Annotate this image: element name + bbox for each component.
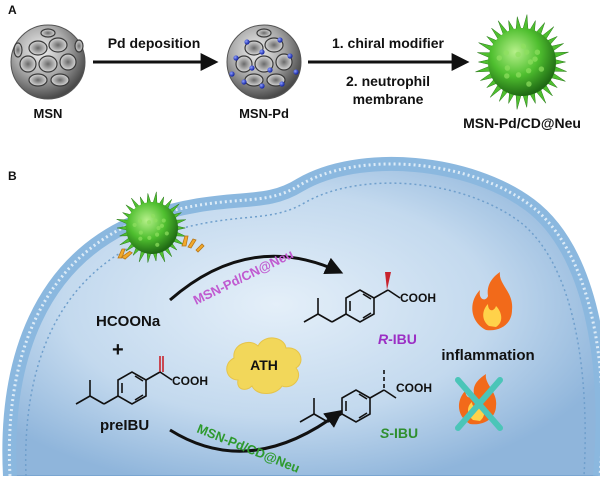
preibu-cooh: COOH (172, 374, 208, 388)
flame-icon (472, 272, 513, 331)
surface-bump (159, 223, 165, 228)
surface-bump (138, 236, 143, 241)
surface-bump (515, 72, 522, 78)
ath-label: ATH (250, 357, 278, 373)
surface-bump (146, 220, 152, 225)
preibu-structure (75, 356, 173, 405)
s-ibu-structure (299, 370, 397, 423)
label-msn-pd: MSN-Pd (239, 106, 289, 121)
surface-bump (523, 49, 530, 55)
docked-nanoparticle (116, 191, 186, 263)
surface-bump (526, 81, 532, 87)
no-inflammation-icon (455, 374, 503, 431)
surface-bump (532, 56, 538, 62)
ath-cloud (226, 337, 302, 394)
membrane-heads (7, 162, 600, 477)
s-ibu-prefix: S (380, 425, 390, 441)
panel-a-letter: A (8, 3, 17, 17)
surface-bump (161, 218, 166, 223)
surface-bump (132, 222, 137, 228)
r-ibu-prefix: R (378, 331, 389, 347)
surface-bump (155, 242, 160, 247)
reagent-hcoona: HCOONa (96, 313, 161, 330)
surface-bump (164, 231, 169, 236)
label-step2-line1: 1. chiral modifier (332, 35, 445, 51)
surface-bump (538, 66, 545, 72)
label-pd-deposition: Pd deposition (108, 35, 201, 51)
r-wedge-bond (385, 272, 391, 290)
surface-bump (525, 67, 532, 74)
msn-particle (10, 24, 86, 100)
preibu-label: preIBU (100, 417, 149, 434)
pd-dots (229, 37, 299, 89)
surface-bump (527, 59, 534, 65)
r-ibu-cooh: COOH (400, 291, 436, 305)
r-ibu-suffix: -IBU (388, 331, 417, 347)
s-ibu-suffix: -IBU (389, 425, 418, 441)
cross-line-2 (455, 377, 503, 431)
surface-bump (138, 230, 143, 235)
membrane-inner (24, 182, 586, 477)
msn-pd-cd-neu-particle (475, 14, 569, 110)
r-ibu-label: R-IBU (378, 331, 417, 347)
surface-bump (153, 218, 158, 223)
surface-bump (504, 73, 510, 79)
plus-sign: + (112, 339, 124, 361)
surface-bump (137, 218, 143, 224)
surface-bump (515, 51, 521, 58)
arrow-to-r-ibu (169, 254, 344, 302)
inflammation-label: inflammation (441, 347, 534, 364)
particle-core (488, 28, 556, 96)
surface-bump (496, 55, 503, 61)
receptors (117, 235, 205, 260)
label-step2-line2: 2. neutrophil (346, 73, 430, 89)
panel-b-letter: B (8, 169, 17, 183)
label-step2-line3: membrane (353, 91, 424, 107)
label-msn: MSN (34, 106, 63, 121)
surface-bump (147, 235, 152, 240)
surface-bump (156, 225, 161, 231)
surface-bump (520, 43, 527, 49)
arrow-to-s-ibu (169, 409, 343, 453)
surface-bump (503, 50, 509, 56)
msn-pd-particle (226, 24, 302, 100)
surface-bump (155, 232, 160, 237)
surface-bump (534, 49, 541, 55)
label-msn-pd-cd-neu: MSN-Pd/CD@Neu (463, 115, 581, 131)
s-ibu-label: S-IBU (380, 425, 418, 441)
particle-core (126, 202, 178, 254)
surface-bump (504, 65, 511, 71)
s-ibu-cooh: COOH (396, 381, 432, 395)
surface-bump (150, 213, 156, 219)
r-ibu-structure (303, 289, 401, 323)
